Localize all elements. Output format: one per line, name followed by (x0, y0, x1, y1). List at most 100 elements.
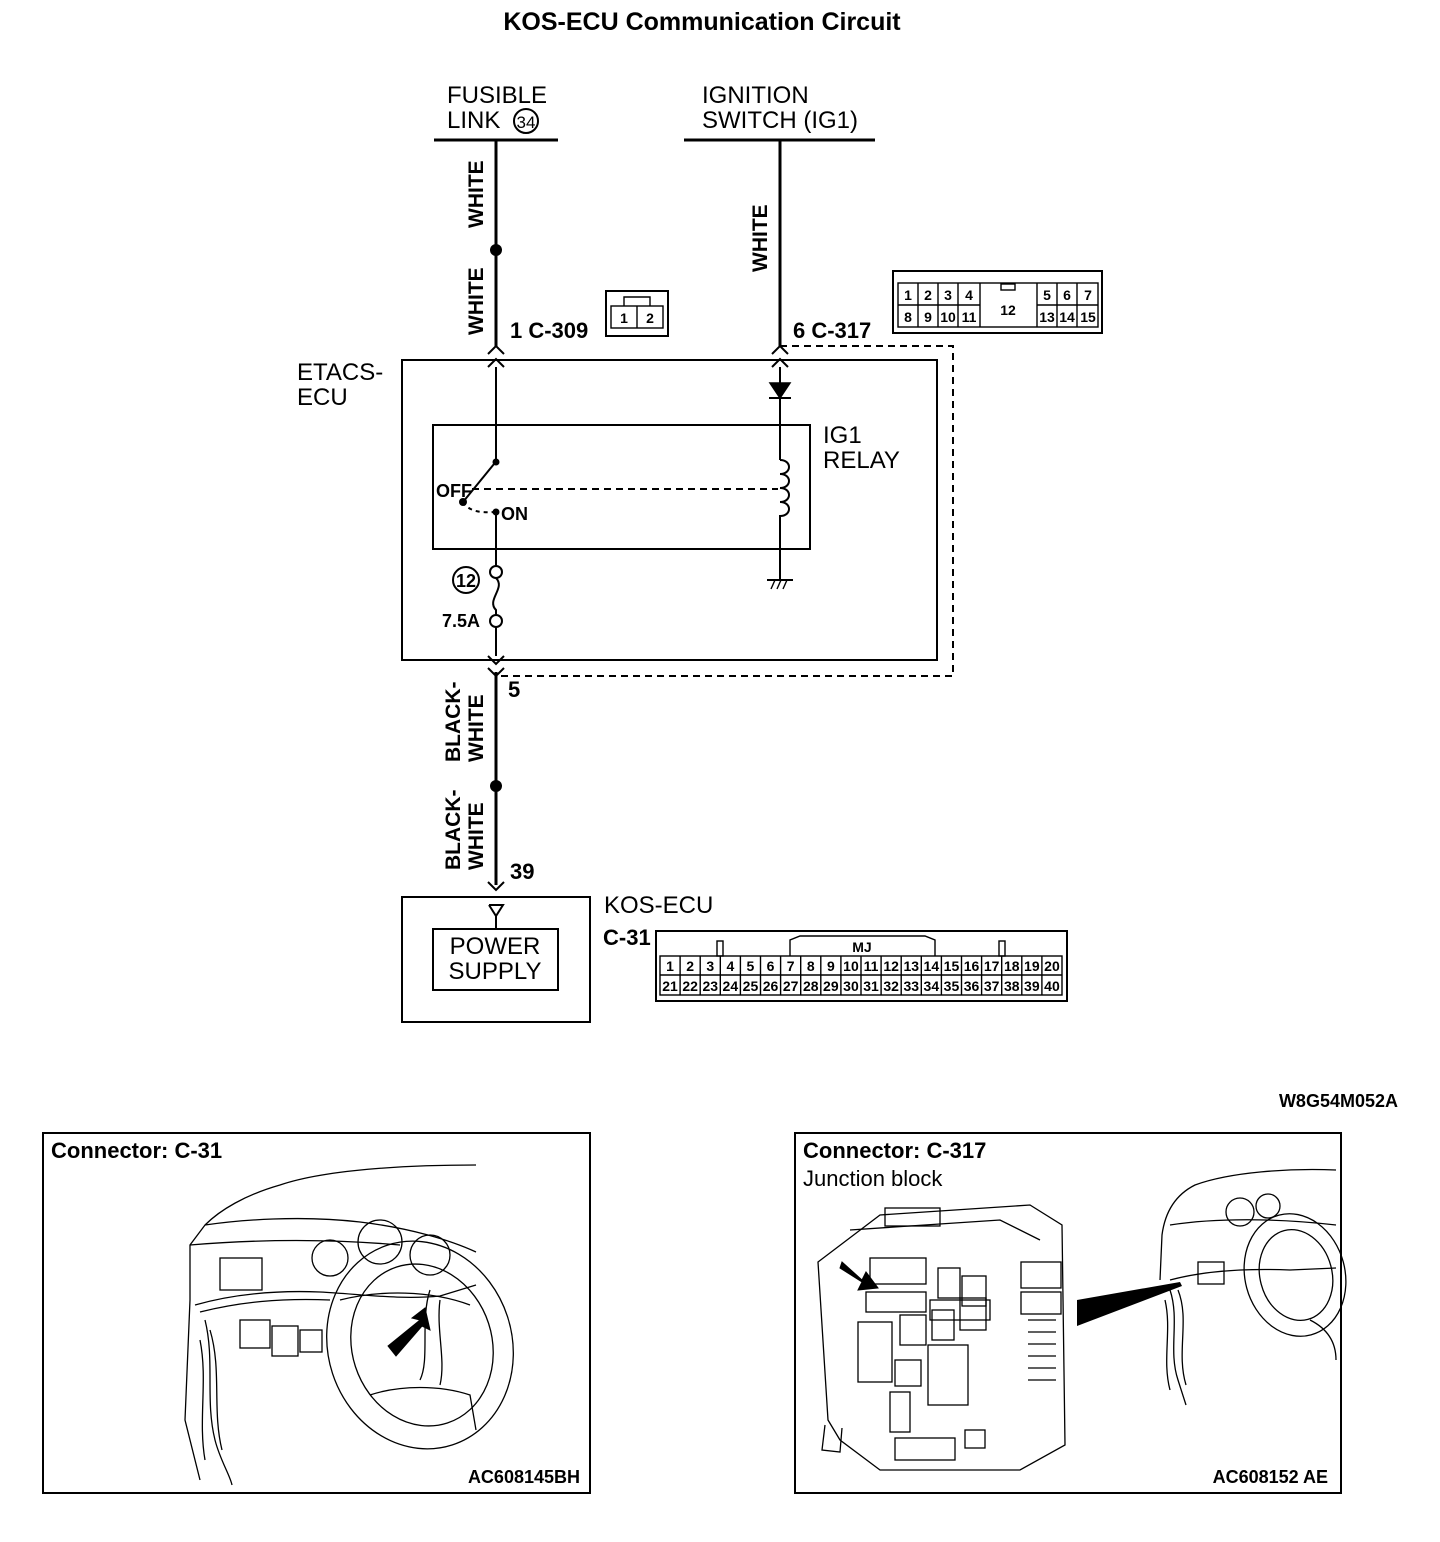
connector-cell: 2 (924, 287, 932, 303)
power-supply-label-line2: SUPPLY (449, 958, 542, 985)
wiring (490, 140, 782, 885)
connector-cell: 1 (666, 958, 674, 974)
diode-symbol (768, 382, 792, 400)
connector-cell: 20 (1044, 958, 1060, 974)
connector-cell: 17 (984, 958, 1000, 974)
panel-frame (42, 1132, 591, 1494)
fuse-symbol: 12 7.5A (442, 565, 503, 631)
connector-cell: 21 (662, 978, 678, 994)
wire-color-label: WHITE (749, 204, 772, 272)
connector-cell: 12 (883, 958, 899, 974)
connector-cell: 27 (783, 978, 799, 994)
panel-frame (794, 1132, 1342, 1494)
fusible-link-label-line1: FUSIBLE (447, 82, 547, 109)
connector-cell: 7 (787, 958, 795, 974)
ig1-relay-label-line2: RELAY (823, 447, 900, 474)
connector-cell: 1 (904, 287, 912, 303)
connector-cell: 10 (940, 309, 956, 325)
connector-cell: 25 (743, 978, 759, 994)
kos-ecu-label: KOS-ECU (604, 892, 713, 919)
connector-cell: 9 (924, 309, 932, 325)
fuse-rating: 7.5A (442, 611, 480, 631)
fusible-link-number: 34 (517, 113, 536, 132)
connector-cell: 34 (924, 978, 940, 994)
connector-c31-key: MJ (852, 939, 871, 955)
connector-cell: 2 (686, 958, 694, 974)
connector-pin-label-c309: 1 C-309 (510, 318, 588, 343)
connector-c31-label: C-31 (603, 925, 651, 950)
connector-cell: 16 (964, 958, 980, 974)
c31-grid-lines (679, 956, 1043, 995)
fuse-number: 12 (456, 571, 476, 591)
kos-ecu-box (401, 896, 591, 1023)
connector-cell: 11 (962, 309, 977, 325)
connector-cell: 18 (1004, 958, 1020, 974)
connector-cell: 3 (944, 287, 952, 303)
terminal-symbols (487, 344, 789, 918)
panel-title: Connector: C-317 (803, 1138, 986, 1163)
connector-cell: 33 (903, 978, 919, 994)
connector-cell: 8 (807, 958, 815, 974)
connector-cell: 7 (1084, 287, 1092, 303)
connector-cell: 1 (620, 310, 628, 326)
connector-cell: 4 (965, 287, 973, 303)
fusible-link-source: FUSIBLE LINK 34 (434, 82, 558, 142)
connector-cell: 29 (823, 978, 839, 994)
ignition-switch-label-line1: IGNITION (702, 82, 809, 109)
connector-cell: 19 (1024, 958, 1040, 974)
connector-cell: 31 (863, 978, 879, 994)
connector-cell: 30 (843, 978, 859, 994)
ig1-relay-box (432, 424, 811, 550)
connector-cell: 24 (723, 978, 739, 994)
connector-cell: 15 (1080, 309, 1096, 325)
connector-face-c317: 1 2 3 4 5 6 7 8 9 10 11 12 13 14 15 (892, 270, 1103, 334)
panel-title: Connector: C-31 (51, 1138, 222, 1163)
connector-cell: 26 (763, 978, 779, 994)
connector-cell: 36 (964, 978, 980, 994)
connector-cell: 2 (646, 310, 654, 326)
connector-cell: 38 (1004, 978, 1020, 994)
splice-point-lower (490, 780, 502, 792)
connector-cell: 14 (924, 958, 940, 974)
etacs-ecu-label-line1: ETACS- (297, 359, 383, 386)
wire-color-label: BLACK- (442, 682, 465, 762)
location-arrow (387, 1307, 431, 1357)
relay-switch-symbol: OFF ON (436, 458, 778, 524)
view-wedge (1077, 1282, 1182, 1326)
etacs-shield-dashed (496, 345, 954, 677)
fusible-link-label-line2: LINK (447, 107, 500, 134)
connector-face-c309: 1 2 (605, 290, 669, 337)
fusible-link-number-circle (513, 108, 539, 134)
kos-ecu: KOS-ECU POWER SUPPLY (401, 892, 713, 1023)
panel-connector-c31: Connector: C-31 AC608145BH (42, 1132, 591, 1494)
connector-cell: 6 (767, 958, 775, 974)
wire-color-label: WHITE (465, 267, 488, 335)
connector-cell: 13 (903, 958, 919, 974)
diagram-title: KOS-ECU Communication Circuit (503, 8, 901, 36)
connector-pin-label-39: 39 (510, 859, 534, 884)
connector-cell: 40 (1044, 978, 1060, 994)
connector-cell: 12 (1000, 302, 1016, 318)
connector-cell: 14 (1059, 309, 1075, 325)
panel-connector-c317: Connector: C-317 Junction block AC608152… (794, 1132, 1347, 1494)
ignition-switch-label-line2: SWITCH (IG1) (702, 107, 858, 134)
connector-cell: 28 (803, 978, 819, 994)
connector-cell: 11 (864, 958, 879, 974)
splice-point-upper (490, 244, 502, 256)
ground-symbol (767, 579, 793, 590)
wire-color-label: BLACK- (442, 790, 465, 870)
figure-code: W8G54M052A (1279, 1091, 1398, 1111)
connector-cell: 15 (944, 958, 960, 974)
switch-off-label: OFF (436, 481, 472, 501)
connector-cell: 22 (682, 978, 698, 994)
etacs-ecu-box (401, 359, 938, 661)
panel-image-code: AC608145BH (468, 1467, 580, 1487)
etacs-ecu: ETACS- ECU IG1 RELAY OFF (297, 345, 954, 677)
dashboard-illustration (184, 1164, 514, 1486)
relay-coil-symbol (779, 459, 790, 518)
connector-cell: 10 (843, 958, 859, 974)
panel-image-code: AC608152 AE (1213, 1467, 1328, 1487)
